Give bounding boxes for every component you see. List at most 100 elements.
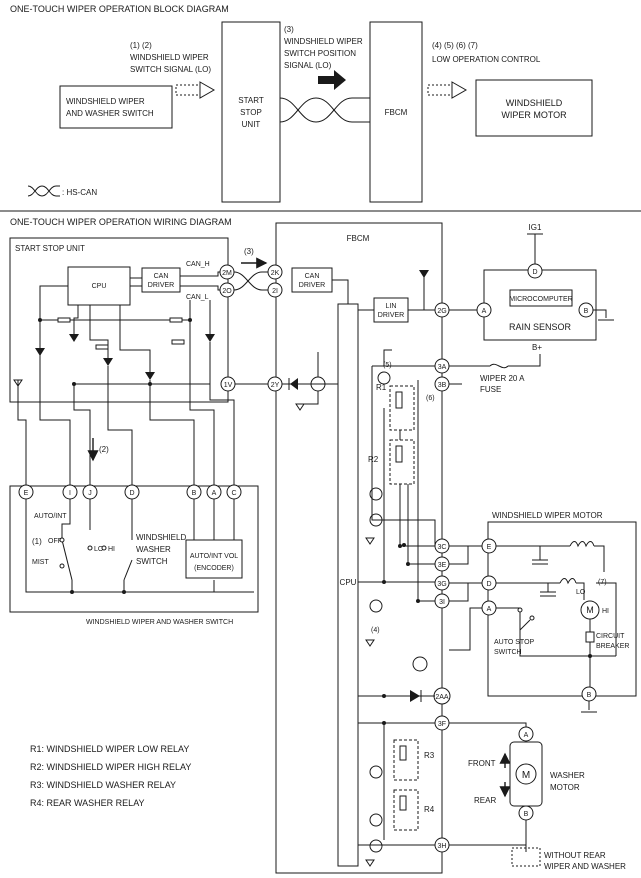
- fbcm-lin-driver-l2: DRIVER: [378, 312, 404, 319]
- fbcm-terminal-3A: 3A: [434, 358, 450, 374]
- ig1-label: IG1: [529, 223, 542, 232]
- washer-motor-l1: WASHER: [550, 771, 585, 780]
- rain-sensor-label: RAIN SENSOR: [509, 322, 572, 332]
- block-ssu-line2: STOP: [240, 108, 262, 117]
- svg-text:D: D: [129, 490, 134, 497]
- svg-text:J: J: [88, 490, 92, 497]
- can-h-label: CAN_H: [186, 261, 210, 268]
- switch-off-label: OFF: [48, 538, 62, 545]
- svg-text:3I: 3I: [439, 599, 445, 606]
- marker-4: (4): [371, 627, 380, 634]
- svg-text:3E: 3E: [438, 562, 447, 569]
- switch-internal-circuit: [25, 499, 254, 594]
- svg-text:3F: 3F: [438, 721, 446, 728]
- relay-r1-label: R1: [376, 383, 387, 392]
- fbcm-lin-driver-l1: LIN: [386, 303, 397, 310]
- block-signal1-num: (1) (2): [130, 41, 152, 50]
- ssu-can-driver-l2: DRIVER: [148, 282, 174, 289]
- svg-text:E: E: [24, 490, 29, 497]
- fuse-label-1: WIPER 20 A: [480, 374, 525, 383]
- svg-text:B: B: [524, 811, 529, 818]
- svg-text:A: A: [487, 606, 492, 613]
- fbcm-internal-circuit: [288, 349, 436, 867]
- svg-text:A: A: [212, 490, 217, 497]
- svg-text:B: B: [192, 490, 197, 497]
- washer-rear-label: REAR: [474, 796, 496, 805]
- marker-7: (7): [598, 579, 607, 586]
- wiper-motor-lo: LO: [576, 589, 586, 596]
- svg-text:2G: 2G: [437, 308, 446, 315]
- rain-sensor-terminal-A: A: [476, 302, 492, 318]
- ssu-can-driver: [141, 267, 181, 293]
- block-signal2-line3: SIGNAL (LO): [284, 61, 332, 70]
- switch-hi-label: HI: [108, 546, 115, 553]
- legend-r3: R3: WINDSHIELD WASHER RELAY: [30, 780, 176, 790]
- svg-text:3A: 3A: [438, 364, 447, 371]
- rain-sensor-terminal-B: B: [578, 302, 594, 318]
- block-signal2-line1: WINDSHIELD WIPER: [284, 37, 363, 46]
- svg-text:3B: 3B: [438, 382, 447, 389]
- breaker-l2: BREAKER: [596, 643, 629, 650]
- ssu-terminal-2M: 2M: [219, 264, 235, 280]
- fbcm-terminal-2I: 2I: [267, 282, 283, 298]
- washer-terminal-B: B: [518, 805, 534, 821]
- fbcm-terminal-2G: 2G: [434, 302, 450, 318]
- svg-text:A: A: [482, 308, 487, 315]
- block-fbcm-label: FBCM: [385, 108, 408, 117]
- wiper-motor-terminal-E: E: [481, 538, 497, 554]
- svg-text:M: M: [586, 605, 594, 615]
- rain-sensor-terminal-D: D: [527, 263, 543, 279]
- svg-text:2AA: 2AA: [435, 694, 449, 701]
- fbcm-can-driver: [291, 267, 333, 293]
- svg-text:D: D: [486, 581, 491, 588]
- wiper-motor-internal: M: [496, 541, 617, 713]
- fbcm-cpu-label: CPU: [340, 578, 357, 587]
- block-fbcm: [369, 21, 423, 203]
- fbcm-terminal-3I: 3I: [434, 593, 450, 609]
- microcomputer-label: MICROCOMPUTER: [509, 296, 572, 303]
- ssu-internal-circuit: [13, 285, 215, 387]
- relay-r2-label: R2: [368, 455, 379, 464]
- fbcm-can-driver-l1: CAN: [305, 273, 320, 280]
- svg-text:I: I: [69, 490, 71, 497]
- relay-r4-label: R4: [424, 805, 435, 814]
- hs-can-twisted-pair: [279, 97, 370, 123]
- block-signal-arrow: [318, 70, 346, 90]
- ssu-can-driver-l1: CAN: [154, 273, 169, 280]
- block-switch-line1: WINDSHIELD WIPER: [66, 97, 145, 106]
- encoder-l1: AUTO/INT VOL: [190, 553, 238, 560]
- washer-switch-l3: SWITCH: [136, 557, 168, 566]
- hs-can-legend: : HS-CAN: [62, 188, 97, 197]
- svg-text:3C: 3C: [438, 544, 447, 551]
- b-plus-label: B+: [532, 343, 542, 352]
- lin-arrow-1: [175, 81, 216, 99]
- can-l-label: CAN_L: [186, 294, 209, 301]
- block-start-stop-unit: [221, 21, 281, 203]
- rain-sensor-mcu: [509, 289, 573, 307]
- svg-text:C: C: [231, 490, 236, 497]
- lin-arrow-2: [427, 81, 468, 99]
- svg-text:B: B: [587, 692, 592, 699]
- switch-mist-label: MIST: [32, 559, 49, 566]
- washer-switch-l2: WASHER: [136, 545, 171, 554]
- washer-front-label: FRONT: [468, 759, 496, 768]
- wiring-diagram-title: ONE-TOUCH WIPER OPERATION WIRING DIAGRAM: [10, 217, 232, 227]
- block-signal3-line1: LOW OPERATION CONTROL: [432, 55, 541, 64]
- fbcm-can-driver-l2: DRIVER: [299, 282, 325, 289]
- wiper-motor-hi: HI: [602, 608, 609, 615]
- svg-text:A: A: [524, 732, 529, 739]
- breaker-l1: CIRCUIT: [596, 633, 625, 640]
- ssu-label: START STOP UNIT: [15, 244, 85, 253]
- switch-panel-caption: WINDSHIELD WIPER AND WASHER SWITCH: [86, 619, 233, 626]
- svg-text:3G: 3G: [437, 581, 446, 588]
- fbcm-terminal-2K: 2K: [267, 264, 283, 280]
- fbcm-terminal-2AA: 2AA: [433, 687, 451, 705]
- switch-lo-label: LO: [94, 546, 104, 553]
- can-bus-twisted-pair: [233, 271, 268, 291]
- svg-text:2Y: 2Y: [271, 382, 280, 389]
- svg-text:D: D: [532, 269, 537, 276]
- switch-terminal-E: E: [18, 484, 34, 500]
- washer-switch-l1: WINDSHIELD: [136, 533, 186, 542]
- ssu-to-switch-wires: [17, 330, 235, 486]
- switch-terminal-D: D: [124, 484, 140, 500]
